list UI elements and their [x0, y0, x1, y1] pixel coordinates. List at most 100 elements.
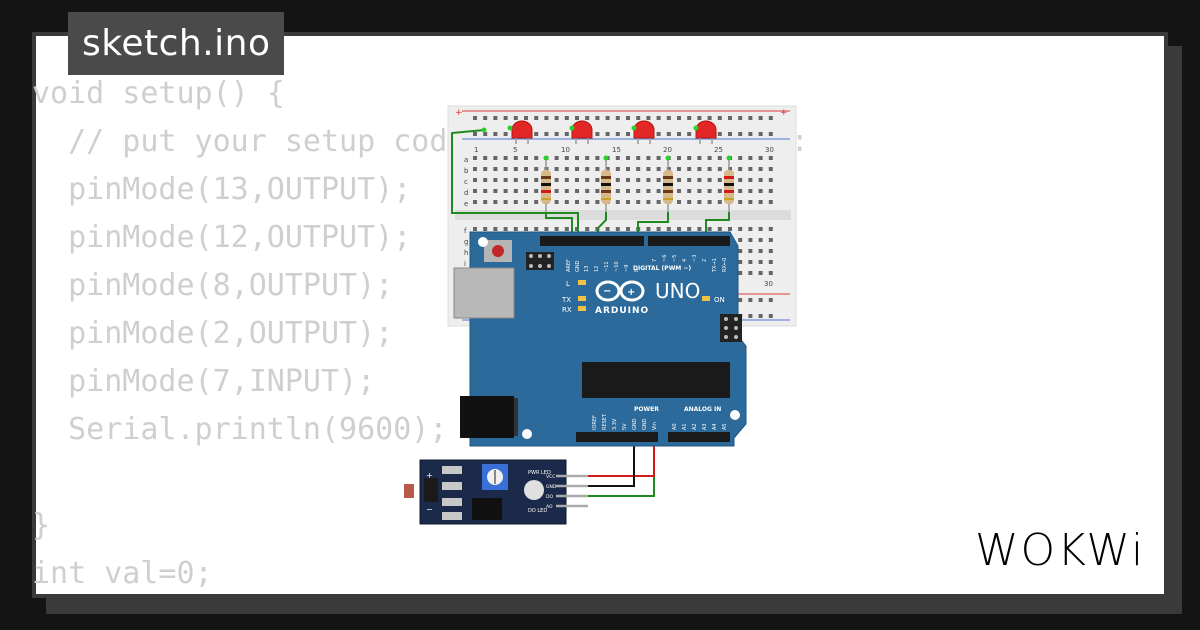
breadboard-hole — [717, 132, 722, 136]
breadboard-hole — [544, 116, 549, 120]
breadboard-hole — [677, 156, 681, 160]
breadboard-hole — [585, 116, 590, 120]
breadboard-hole — [534, 227, 539, 231]
ldr-sensor — [404, 484, 414, 498]
breadboard-hole — [748, 238, 753, 242]
row-letter: a — [464, 156, 468, 164]
breadboard-hole — [738, 156, 743, 160]
breadboard-hole — [748, 227, 753, 231]
arduino-infinity-logo — [595, 280, 645, 302]
col-number: 1 — [474, 146, 478, 154]
wire-13 — [545, 212, 573, 240]
resistor[interactable] — [663, 158, 673, 212]
code-line: pinMode(8,OUTPUT); — [32, 268, 394, 303]
breadboard-hole — [758, 132, 763, 136]
breadboard-hole — [534, 156, 539, 160]
pin-label: A4 — [712, 423, 718, 430]
pin-label: A2 — [692, 423, 698, 430]
breadboard-hole — [656, 189, 661, 193]
row-letter: f — [464, 227, 467, 235]
power-jack — [460, 396, 514, 438]
pin-label: ~5 — [672, 255, 678, 262]
breadboard-hole — [483, 227, 488, 231]
breadboard-hole — [615, 132, 620, 136]
breadboard-hole — [534, 132, 539, 136]
pin-label: 7 — [652, 259, 658, 262]
pin-label: 3.3V — [612, 418, 618, 430]
breadboard-hole — [697, 227, 702, 231]
filename-tab[interactable]: sketch.ino — [68, 12, 285, 75]
breadboard-hole — [575, 167, 579, 171]
breadboard-hole — [656, 116, 661, 120]
do-led-label: DO LED — [528, 508, 547, 514]
breadboard-hole — [503, 178, 508, 182]
breadboard-hole — [666, 116, 671, 120]
breadboard-hole — [493, 132, 498, 136]
breadboard-hole — [768, 314, 773, 318]
breadboard-hole — [677, 189, 681, 193]
sensor-pin-label: VCC — [546, 474, 555, 480]
breadboard-hole — [646, 156, 651, 160]
pwr-led-label: PWR LED — [528, 470, 551, 476]
resistor[interactable] — [541, 158, 551, 212]
reset-button-cap[interactable] — [492, 245, 504, 257]
breadboard-hole — [738, 260, 743, 264]
breadboard-hole — [656, 200, 661, 204]
col-number: 5 — [513, 146, 517, 154]
resistor[interactable] — [724, 158, 734, 212]
arduino-uno-board[interactable]: AREF GND 13 12 ~11 ~10 ~9 8 7 ~6 ~5 4 ~3… — [453, 231, 747, 447]
breadboard-hole — [677, 200, 681, 204]
sensor-pin-label: AO — [546, 504, 553, 510]
breadboard-hole — [738, 189, 743, 193]
svg-text:+: + — [627, 287, 635, 298]
breadboard-hole — [595, 116, 600, 120]
breadboard-hole — [697, 178, 702, 182]
breadboard-hole — [666, 132, 671, 136]
code-line: pinMode(12,OUTPUT); — [32, 220, 412, 255]
breadboard-hole — [554, 156, 559, 160]
breadboard-hole — [656, 132, 661, 136]
breadboard-hole — [768, 167, 773, 171]
breadboard-hole — [758, 298, 763, 302]
breadboard-hole — [524, 167, 528, 171]
breadboard-hole — [738, 116, 743, 120]
pin-label: IOREF — [592, 415, 598, 430]
sensor-pin-label: DO — [546, 494, 553, 500]
led-row — [511, 120, 717, 144]
breadboard-hole — [483, 167, 488, 171]
breadboard-hole — [697, 189, 702, 193]
breadboard-hole — [493, 200, 498, 204]
breadboard-hole — [585, 178, 590, 182]
code-line: pinMode(2,OUTPUT); — [32, 316, 394, 351]
breadboard-hole — [626, 178, 630, 182]
breadboard-hole — [615, 116, 620, 120]
breadboard-hole — [748, 189, 753, 193]
resistor[interactable] — [601, 158, 611, 212]
breadboard-hole — [473, 227, 477, 231]
breadboard-hole — [564, 200, 569, 204]
breadboard-hole — [687, 200, 692, 204]
breadboard-hole — [615, 167, 620, 171]
breadboard-hole — [513, 178, 518, 182]
breadboard-hole — [646, 200, 651, 204]
on-label: ON — [714, 296, 725, 304]
breadboard-hole — [503, 156, 508, 160]
breadboard-hole — [677, 116, 681, 120]
breadboard-hole — [738, 132, 743, 136]
breadboard-hole — [707, 200, 712, 204]
breadboard-hole — [707, 178, 712, 182]
row-letter: b — [464, 167, 469, 175]
breadboard-hole — [564, 189, 569, 193]
photoresistor-module[interactable]: + − PWR LED DO LED VCC GND DO AO — [404, 459, 588, 525]
breadboard-hole — [687, 178, 692, 182]
col-number: 30 — [765, 146, 774, 154]
breadboard-hole — [728, 116, 732, 120]
breadboard-hole — [605, 167, 610, 171]
breadboard-hole — [534, 178, 539, 182]
code-line: int val=0; — [32, 556, 213, 591]
wokwi-logo: WOKWi — [975, 525, 1146, 576]
breadboard-hole — [768, 200, 773, 204]
breadboard-hole — [585, 200, 590, 204]
breadboard-hole — [758, 249, 763, 253]
breadboard-hole — [534, 200, 539, 204]
